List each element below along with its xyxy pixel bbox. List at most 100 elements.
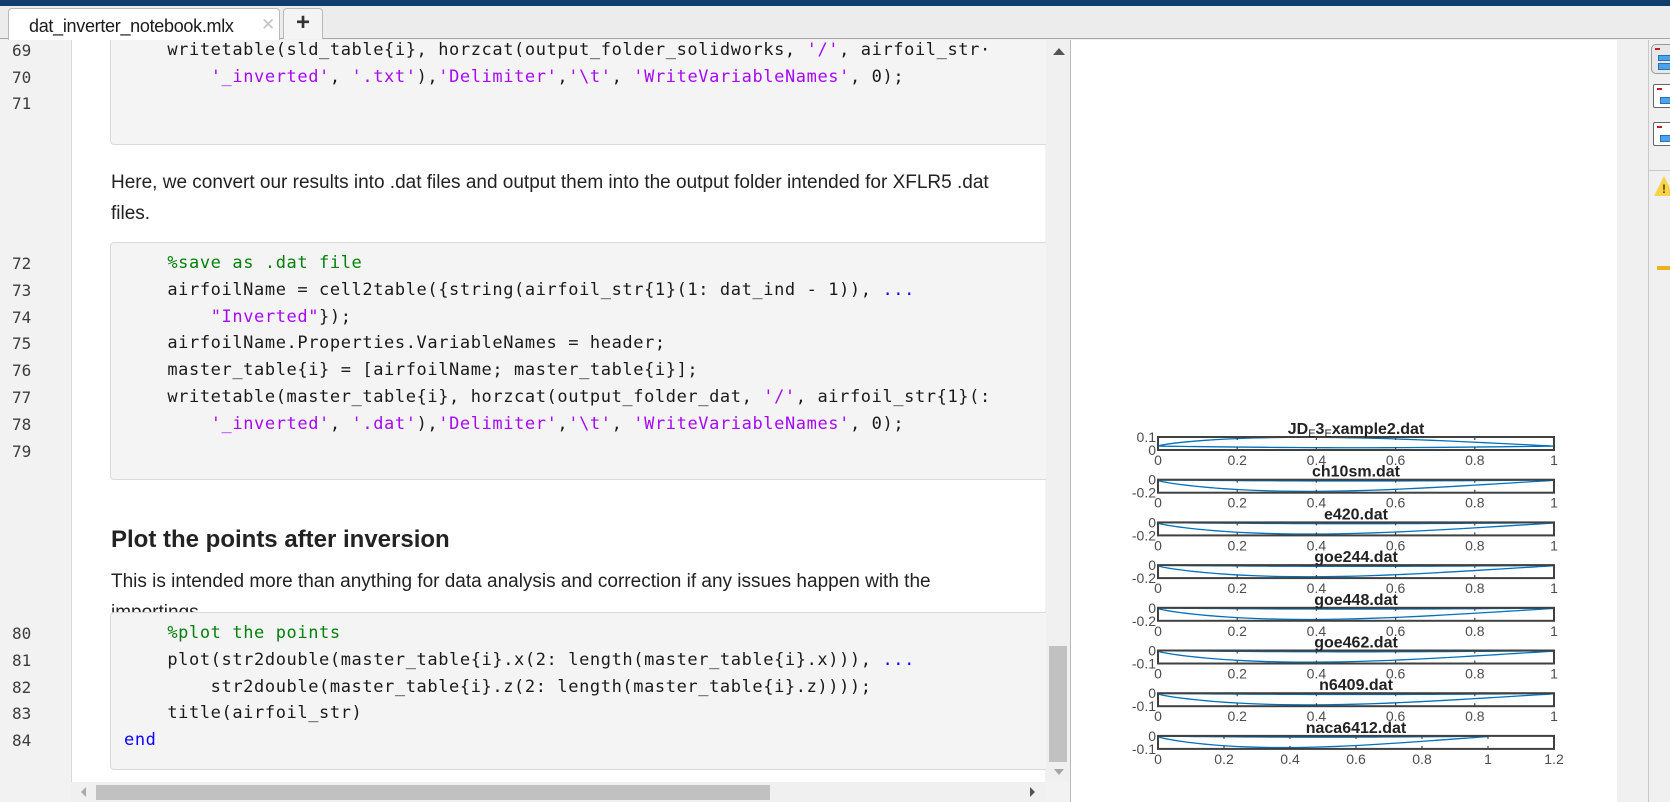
code-text: writetable(master_table{i}, horzcat(outp… — [124, 387, 764, 407]
code-line[interactable]: '_inverted', '.txt'),'Delimiter','\t', '… — [124, 67, 904, 87]
subplot-title: JDE3Example2.dat — [1288, 421, 1425, 440]
live-editor[interactable]: 6869707172737475767778798081828384 %save… — [0, 40, 1070, 802]
code-string: '_inverted' — [210, 66, 330, 87]
code-text: , airfoil_str· — [839, 40, 991, 60]
code-text: , airfoil_str{1}(: — [795, 387, 991, 407]
x-tick-label: 0 — [1154, 623, 1162, 639]
code-string: "Inverted" — [210, 306, 320, 327]
code-string: '.txt' — [351, 66, 417, 87]
y-tick-label: 0 — [1148, 685, 1156, 701]
x-tick-label: 1 — [1550, 452, 1558, 468]
x-tick-label: 0.4 — [1307, 708, 1327, 724]
subplot-title: goe462.dat — [1314, 635, 1398, 652]
x-tick-label: 0 — [1154, 537, 1162, 553]
layout-right-icon[interactable] — [1653, 84, 1670, 108]
code-comment: %save as .dat file — [167, 253, 363, 273]
x-tick-label: 0 — [1154, 666, 1162, 682]
code-block[interactable] — [110, 612, 1070, 770]
scroll-left-arrow-icon[interactable] — [81, 787, 86, 797]
x-tick-label: 0.6 — [1386, 537, 1406, 553]
icon-detail — [1660, 97, 1670, 104]
warning-marker[interactable] — [1657, 266, 1670, 270]
code-line[interactable]: %plot the points — [124, 623, 341, 643]
code-text: str2double(master_table{i}.z(2: length(m… — [124, 676, 872, 697]
line-number: 83 — [12, 704, 32, 724]
code-line[interactable]: title(airfoil_str) — [124, 703, 362, 723]
x-tick-label: 0 — [1154, 495, 1162, 511]
output-divider[interactable] — [1070, 40, 1071, 802]
x-tick-label: 0.4 — [1307, 495, 1327, 511]
tab-label: dat_inverter_notebook.mlx — [29, 16, 234, 36]
scroll-right-arrow-icon[interactable] — [1030, 787, 1035, 797]
code-keyword: ... — [882, 649, 915, 670]
code-line[interactable]: plot(str2double(master_table{i}.x(2: len… — [124, 650, 915, 670]
tab-dat-inverter-notebook[interactable]: dat_inverter_notebook.mlx ✕ — [8, 8, 280, 40]
code-line[interactable]: %save as .dat file — [124, 253, 362, 273]
icon-detail — [1657, 126, 1662, 128]
code-line[interactable]: str2double(master_table{i}.z(2: length(m… — [124, 677, 872, 697]
code-line[interactable]: writetable(sld_table{i}, horzcat(output_… — [124, 40, 991, 60]
horizontal-scrollbar[interactable] — [71, 782, 1046, 802]
x-tick-label: 0.6 — [1386, 452, 1406, 468]
code-text — [124, 253, 167, 273]
vertical-scroll-thumb[interactable] — [1049, 646, 1067, 762]
code-keyword: end — [124, 730, 157, 751]
axes-box — [1157, 436, 1555, 451]
code-text: airfoilName.Properties.VariableNames = h… — [124, 333, 666, 354]
code-line[interactable]: master_table{i} = [airfoilName; master_t… — [124, 360, 698, 380]
x-tick-label: 0.8 — [1465, 537, 1485, 553]
code-string: '_inverted' — [210, 413, 330, 434]
code-line[interactable]: "Inverted"}); — [124, 307, 352, 327]
x-tick-label: 0.8 — [1465, 623, 1485, 639]
warning-icon[interactable] — [1654, 176, 1670, 196]
title-part: E — [1308, 428, 1315, 440]
y-tick-label: -0.1 — [1132, 698, 1156, 714]
code-line[interactable]: '_inverted', '.dat'),'Delimiter','\t', '… — [124, 414, 904, 434]
code-text: ), — [416, 66, 439, 87]
subplot-title: ch10sm.dat — [1312, 464, 1401, 481]
warning-mark: ! — [1662, 182, 1666, 196]
code-text: , — [329, 413, 352, 434]
line-number: 77 — [12, 388, 32, 407]
line-number: 69 — [12, 40, 32, 60]
layout-hide-code-icon[interactable] — [1653, 122, 1670, 146]
code-text — [124, 307, 211, 327]
scroll-down-arrow-icon[interactable] — [1054, 769, 1064, 775]
line-number: 78 — [12, 414, 32, 434]
axes-box — [1157, 564, 1555, 580]
scroll-up-arrow-icon[interactable] — [1053, 48, 1065, 55]
text-paragraph[interactable]: Here, we convert our results into .dat f… — [111, 172, 989, 224]
x-tick-label: 0.6 — [1386, 666, 1406, 682]
code-block[interactable] — [110, 242, 1070, 481]
line-number: 70 — [12, 67, 32, 87]
airfoil-line — [1157, 522, 1555, 535]
code-string: '.dat' — [351, 413, 417, 434]
close-icon[interactable]: ✕ — [261, 15, 276, 34]
x-tick-label: 0 — [1154, 708, 1162, 724]
y-tick-label: -0.2 — [1132, 570, 1156, 586]
y-tick-label: 0 — [1148, 472, 1156, 488]
code-line[interactable]: airfoilName = cell2table({string(airfoil… — [124, 280, 915, 300]
vertical-scrollbar[interactable] — [1046, 40, 1070, 782]
code-line[interactable]: writetable(master_table{i}, horzcat(outp… — [124, 387, 991, 407]
airfoil-line — [1157, 436, 1555, 449]
horizontal-scroll-thumb[interactable] — [96, 785, 770, 800]
code-text: writetable(sld_table{i}, horzcat(output_… — [124, 40, 807, 60]
code-block[interactable] — [110, 40, 1070, 146]
x-tick-label: 0.4 — [1280, 751, 1300, 767]
x-tick-label: 1 — [1484, 751, 1492, 767]
code-text — [124, 414, 211, 434]
code-line[interactable]: end — [124, 730, 157, 750]
line-number: 84 — [12, 731, 32, 751]
layout-inline-icon[interactable] — [1651, 44, 1670, 74]
code-line[interactable]: airfoilName.Properties.VariableNames = h… — [124, 333, 666, 353]
x-tick-label: 0.2 — [1227, 452, 1247, 468]
editor-page: %save as .txt file for SolidWorks writet… — [71, 40, 1070, 782]
y-tick-label: -0.1 — [1132, 656, 1156, 672]
section-heading[interactable]: Plot the points after inversion — [111, 526, 450, 553]
x-tick-label: 1 — [1550, 495, 1558, 511]
code-text: title(airfoil_str) — [124, 703, 363, 724]
subplot-title: n6409.dat — [1319, 677, 1393, 694]
new-tab-button[interactable]: + — [283, 8, 323, 39]
